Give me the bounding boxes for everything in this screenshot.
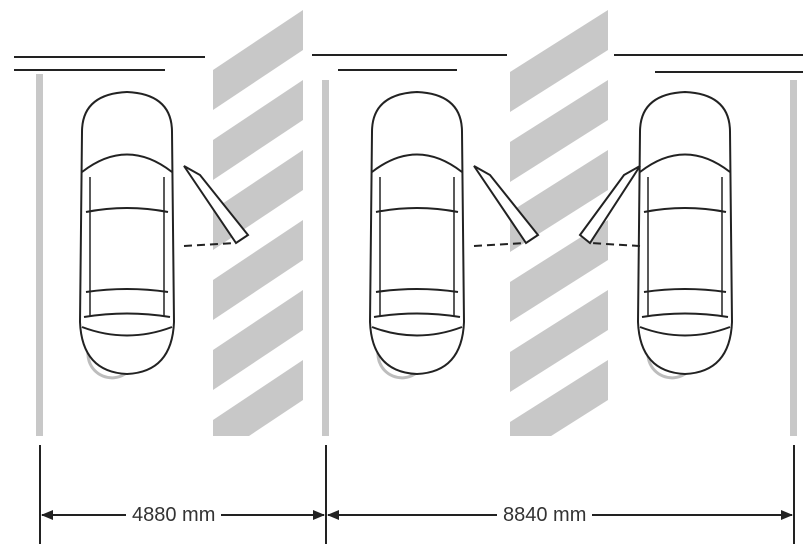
dimension-lines (39, 445, 795, 544)
open-car-door-icon (578, 165, 641, 247)
car-top-view-icon (369, 91, 465, 375)
bay-separator-lines (36, 74, 797, 436)
access-aisle-hatch-left (213, 10, 303, 436)
open-car-door-icon (473, 165, 540, 247)
dimension-label-left: 4880 mm (126, 503, 222, 527)
dimension-label-right: 8840 mm (497, 503, 593, 527)
top-edge-lines (14, 54, 803, 73)
car-top-view-icon (637, 91, 733, 375)
open-car-door-icon (183, 165, 250, 247)
car-top-view-icon (79, 91, 175, 375)
access-aisle-hatch-right (510, 10, 608, 436)
